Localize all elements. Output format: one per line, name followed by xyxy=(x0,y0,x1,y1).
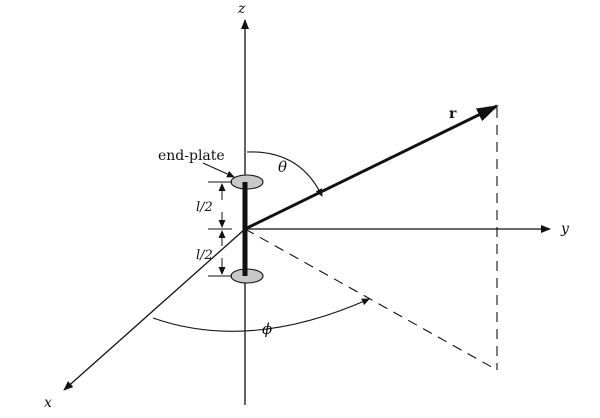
y-axis-label: y xyxy=(560,221,570,237)
x-axis-line xyxy=(63,228,246,391)
phi-arc xyxy=(152,298,370,332)
end-plate-leader xyxy=(202,162,235,178)
z-axis-label: z xyxy=(237,1,246,17)
r-vector-label: r xyxy=(449,106,457,122)
phi-label: ϕ xyxy=(262,320,272,338)
end-plate-label: end-plate xyxy=(158,148,225,164)
half-length-bottom-label: l/2 xyxy=(196,248,213,263)
theta-label: θ xyxy=(278,158,287,176)
projection-dashed-line xyxy=(244,228,498,371)
theta-arc xyxy=(246,151,323,197)
x-axis-label: x xyxy=(44,395,52,411)
r-vector xyxy=(244,104,499,231)
half-length-top-label: l/2 xyxy=(196,200,213,215)
